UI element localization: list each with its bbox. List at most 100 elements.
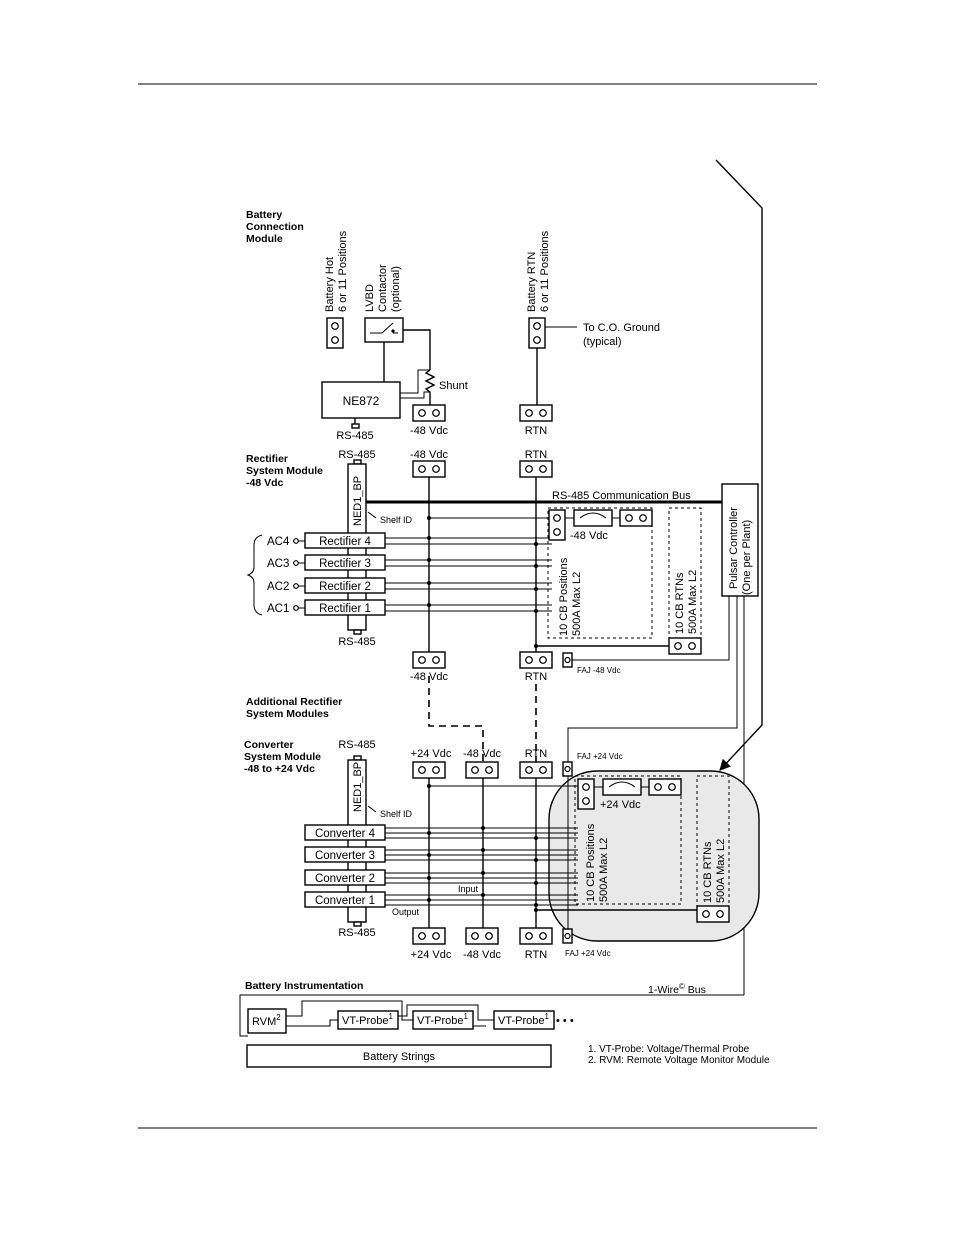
vt-probe-1-label: VT-Probe1	[342, 1012, 393, 1027]
rs485-bus-label: RS-485 Communication Bus	[552, 490, 691, 502]
additional-modules-2: System Modules	[246, 708, 329, 720]
battery-strings-box	[246, 1044, 552, 1068]
conv-plus24-bottom-terminal	[412, 927, 446, 945]
vt-probe-2-label: VT-Probe1	[417, 1012, 468, 1027]
converter-io-lines	[385, 826, 578, 907]
rectifier-3-label: Rectifier 3	[319, 558, 371, 570]
conv-breaker	[602, 778, 642, 796]
rectifier-1-label: Rectifier 1	[319, 603, 371, 615]
battery-instrumentation-title: Battery Instrumentation	[245, 980, 363, 992]
conv-cb-rtns-area	[696, 775, 730, 907]
ac4-label: AC4	[267, 536, 290, 548]
rect-rtn-top-terminal	[519, 460, 553, 478]
rect-cb-terminal	[548, 509, 566, 541]
bcm-minus48-label: -48 Vdc	[410, 425, 448, 437]
one-wire-bus-label: 1-Wire© Bus	[648, 982, 706, 996]
conv-minus48-top: -48 Vdc	[463, 748, 501, 760]
conv-minus48-bottom: -48 Vdc	[463, 949, 501, 961]
shunt-label: Shunt	[439, 380, 468, 392]
bcm-minus48-terminal	[412, 404, 446, 422]
rvm-text: RVM	[252, 1016, 276, 1028]
conv-minus48-top-terminal	[465, 761, 499, 779]
converter-system-module: Converter System Module -48 to +24 Vdc R…	[244, 739, 760, 961]
battery-hot-label-1: Battery Hot	[324, 257, 336, 312]
ac2-label: AC2	[267, 581, 289, 593]
ac3-label: AC3	[267, 558, 289, 570]
conv-cb-rtn-terminal	[696, 905, 730, 923]
rect-rs485-bottom: RS-485	[338, 636, 375, 648]
rvm-box	[247, 1008, 287, 1034]
bcm-rs485-label: RS-485	[336, 430, 373, 442]
footnote-1: 1. VT-Probe: Voltage/Thermal Probe	[588, 1044, 750, 1055]
rect-rtn-bottom: RTN	[525, 671, 547, 683]
rectifier-system-module: Rectifier System Module -48 Vdc RS-485 -…	[246, 449, 759, 995]
conv-input-label: Input	[458, 884, 479, 894]
ne872-label: NE872	[343, 394, 380, 408]
rect-cb-minus48: -48 Vdc	[570, 530, 608, 542]
rect-cb-positions-area	[547, 507, 653, 639]
battery-strings-label: Battery Strings	[363, 1051, 436, 1063]
rect-minus48-top-terminal	[412, 460, 446, 478]
bcm-title-3: Module	[246, 233, 283, 245]
lvbd-label-1: LVBD	[364, 284, 376, 312]
rect-breaker-output-terminal	[619, 509, 653, 527]
vt-probe-2-text: VT-Probe	[417, 1015, 463, 1027]
vt-probe-3-label: VT-Probe1	[498, 1012, 549, 1027]
rect-cb-rtns-2: 500A Max L2	[687, 570, 699, 634]
ac-input-brace	[246, 534, 263, 616]
conv-shelf-id: Shelf ID	[380, 809, 413, 819]
rect-cb-rtns-1: 10 CB RTNs	[674, 572, 686, 634]
lvbd-label-3: (optional)	[390, 266, 402, 312]
vt-probe-3-sup: 1	[544, 1012, 549, 1021]
more-probes-ellipsis: • • •	[556, 1015, 574, 1027]
converter-2-label: Converter 2	[315, 873, 375, 885]
bcm-title-1: Battery	[246, 209, 282, 221]
bcm-rtn-label: RTN	[525, 425, 547, 437]
battery-rtn-label-2: 6 or 11 Positions	[539, 230, 551, 312]
conv-cb-rtns-1: 10 CB RTNs	[702, 841, 714, 903]
pulsar-controller	[721, 483, 759, 597]
bcm-rtn-terminal	[519, 404, 553, 422]
vt-probe-3-text: VT-Probe	[498, 1015, 544, 1027]
rect-title-2: System Module	[246, 465, 323, 477]
conv-cb-plus24: +24 Vdc	[600, 799, 641, 811]
conv-cb-rtns-2: 500A Max L2	[715, 839, 727, 903]
conv-rs485-top: RS-485	[338, 739, 375, 751]
conv-plus24-top: +24 Vdc	[411, 748, 452, 760]
converter-3-label: Converter 3	[315, 850, 375, 862]
rectifier-output-lines	[385, 536, 552, 613]
conv-rtn-top: RTN	[525, 748, 547, 760]
rect-minus48-bottom-terminal	[412, 651, 446, 669]
one-wire-mark: ©	[679, 982, 685, 991]
ac1-label: AC1	[267, 603, 289, 615]
conv-title-2: System Module	[244, 751, 321, 763]
converter-highlight-oval	[548, 770, 760, 942]
conv-breaker-output-terminal	[648, 778, 682, 796]
battery-connection-module: Battery Connection Module Battery Hot 6 …	[246, 209, 660, 442]
conv-rtn-bottom: RTN	[525, 949, 547, 961]
battery-hot-label-2: 6 or 11 Positions	[337, 230, 349, 312]
conv-rtn-bottom-terminal	[519, 927, 553, 945]
conv-cb-positions-1: 10 CB Positions	[585, 823, 597, 902]
converter-4-label: Converter 4	[315, 828, 376, 840]
lvbd-label-2: Contactor	[377, 264, 389, 312]
conv-minus48-bottom-terminal	[465, 927, 499, 945]
footnote-2: 2. RVM: Remote Voltage Monitor Module	[588, 1055, 770, 1066]
rect-title-1: Rectifier	[246, 453, 288, 465]
ne872-box	[321, 381, 401, 419]
rect-cb-rtns-area	[668, 507, 702, 639]
rect-breaker	[573, 509, 613, 527]
converter-1-label: Converter 1	[315, 895, 375, 907]
rect-rtn-top: RTN	[525, 449, 547, 461]
battery-hot-terminal	[326, 317, 344, 349]
conv-rs485-bottom: RS-485	[338, 927, 375, 939]
conv-faj-top: FAJ +24 Vdc	[577, 752, 623, 761]
additional-modules-1: Additional Rectifier	[246, 696, 342, 708]
conv-cb-terminal	[577, 778, 595, 810]
rectifier-4-label: Rectifier 4	[319, 536, 371, 548]
pulsar-label-2: (One per Plant)	[741, 520, 753, 595]
conv-ned1-bp-label: NED1_BP	[352, 762, 364, 812]
rect-shelf-id: Shelf ID	[380, 515, 413, 525]
conv-title-3: -48 to +24 Vdc	[244, 763, 315, 775]
